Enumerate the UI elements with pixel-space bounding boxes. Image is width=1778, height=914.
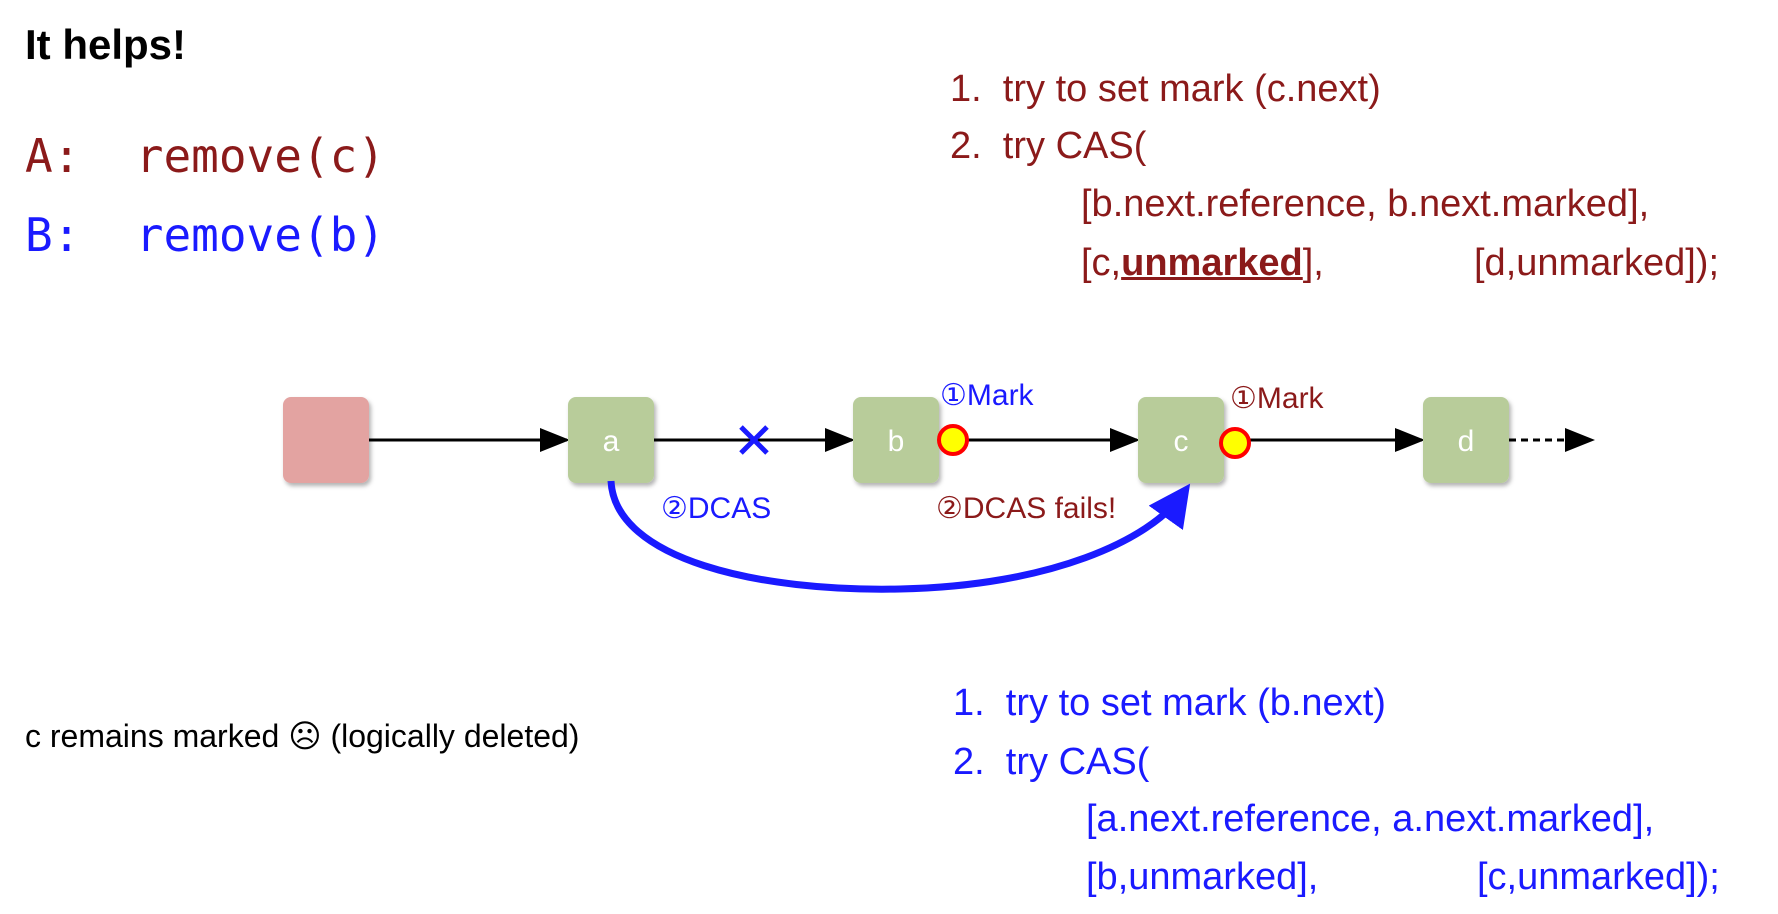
cas-arg-3: [d,unmarked]); xyxy=(1474,242,1719,284)
conclusion-note: c remains marked ☹ (logically deleted) xyxy=(25,718,580,754)
node-head xyxy=(283,397,369,483)
step-2: 2. try CAS( xyxy=(950,125,1147,167)
slide-title: It helps! xyxy=(25,21,187,68)
step-2: 2. try CAS( xyxy=(953,741,1150,783)
cas-arg-1: [b.next.reference, b.next.marked], xyxy=(1081,183,1650,225)
node-c-label: c xyxy=(1174,425,1189,458)
cas-arg-3: [c,unmarked]); xyxy=(1477,856,1720,898)
mark-c-label: ①Mark xyxy=(1230,382,1325,415)
cas-arg-2-emphasis: unmarked xyxy=(1121,242,1303,284)
mark-c xyxy=(1219,427,1251,459)
thread-b-label: B: remove(b) xyxy=(25,208,386,262)
cas-arg-2: [b,unmarked], xyxy=(1086,856,1319,898)
cas-arg-2-post: ], xyxy=(1302,242,1324,284)
cas-arg-2-pre: [c, xyxy=(1081,242,1122,284)
step-1: 1. try to set mark (b.next) xyxy=(953,682,1386,724)
dcas-b-label: ②DCAS xyxy=(661,492,771,525)
node-a xyxy=(568,397,654,483)
node-b xyxy=(853,397,939,483)
mark-b xyxy=(937,424,969,456)
node-b-label: b xyxy=(888,425,905,458)
dcas-arrow xyxy=(607,480,1191,593)
cas-arg-2: [c,unmarked], xyxy=(1081,244,1324,282)
cas-arg-1: [a.next.reference, a.next.marked], xyxy=(1086,798,1655,840)
mark-b-label: ①Mark xyxy=(940,379,1035,412)
thread-a-label: A: remove(c) xyxy=(25,129,386,183)
step-1: 1. try to set mark (c.next) xyxy=(950,68,1381,110)
dcas-a-fail-label: ②DCAS fails! xyxy=(936,492,1116,525)
node-d-label: d xyxy=(1458,425,1475,458)
node-a-label: a xyxy=(603,425,620,458)
node-c xyxy=(1138,397,1224,483)
node-d xyxy=(1423,397,1509,483)
cut-x-icon xyxy=(739,425,769,455)
